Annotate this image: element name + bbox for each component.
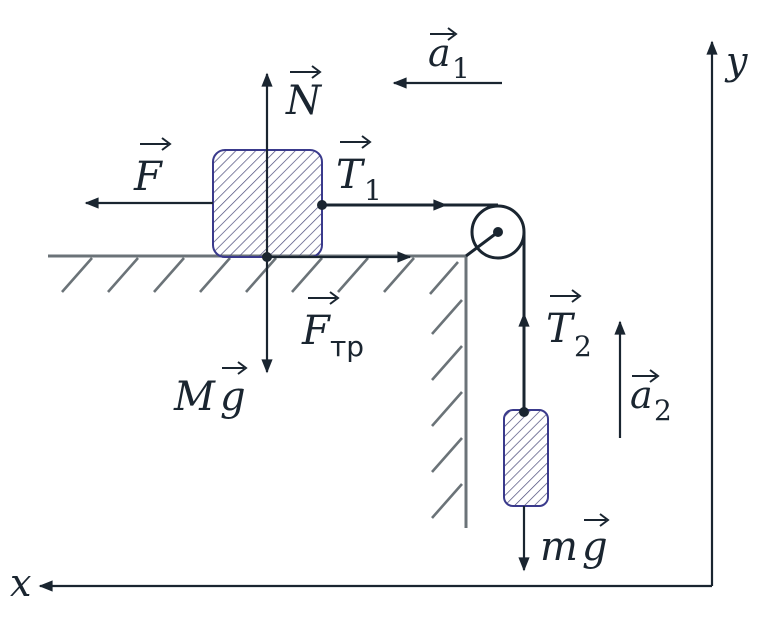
label-mg: m g xyxy=(540,513,610,570)
label-Mg: M g xyxy=(173,361,248,420)
label-F: F xyxy=(133,137,172,200)
label-Ftr-subscript: тр xyxy=(330,330,364,363)
label-Ftr: F тр xyxy=(301,291,364,363)
label-N: N xyxy=(285,65,323,124)
label-a2: a 2 xyxy=(630,369,672,427)
label-N-letter: N xyxy=(285,78,323,124)
point-T2-origin xyxy=(519,407,529,417)
block-m xyxy=(503,409,549,507)
label-a1-letter: a xyxy=(428,31,451,75)
label-F-letter: F xyxy=(133,154,163,200)
table-surface xyxy=(48,254,466,295)
label-T2-letter: T xyxy=(546,306,576,352)
table-edge-wall xyxy=(431,256,468,528)
label-a1-subscript: 1 xyxy=(452,52,470,85)
label-mg-m: m xyxy=(540,524,578,570)
label-a2-subscript: 2 xyxy=(654,394,672,427)
pulley xyxy=(465,204,526,260)
label-mg-g: g xyxy=(582,524,608,570)
label-T2-subscript: 2 xyxy=(574,330,592,363)
label-T2: T 2 xyxy=(546,289,592,363)
label-T1-subscript: 1 xyxy=(364,174,382,207)
point-Ftr-origin xyxy=(262,252,272,262)
label-x-axis: x xyxy=(10,561,31,605)
label-Mg-M: M xyxy=(173,374,216,420)
label-a2-letter: a xyxy=(630,373,653,417)
label-Ftr-letter: F xyxy=(301,308,331,354)
label-Mg-g: g xyxy=(220,374,246,420)
point-T1-origin xyxy=(317,200,327,210)
label-T1-letter: T xyxy=(336,152,366,198)
label-y-axis: y xyxy=(724,39,748,83)
label-T1: T 1 xyxy=(336,135,382,207)
label-a1: a 1 xyxy=(428,27,470,85)
